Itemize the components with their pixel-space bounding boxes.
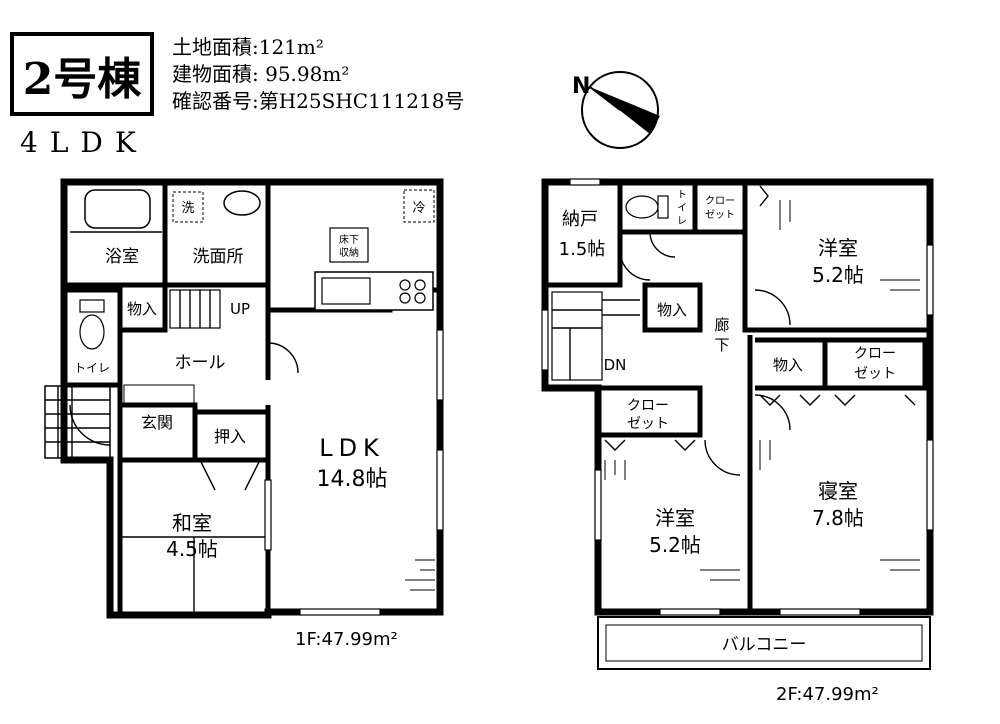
floor2-area: 2F:47.99m² — [776, 684, 879, 705]
toilet-icon-2f — [625, 195, 669, 219]
room-youshitsu-b-size: 5.2帖 — [649, 533, 701, 557]
closet-small-label-2: ゼット — [705, 209, 735, 221]
room-nando: 納戸 — [562, 209, 598, 230]
toilet-2f-char-1: ト — [677, 190, 687, 201]
underfloor-storage-box — [329, 227, 369, 263]
corridor-label-2: 下 — [714, 336, 729, 354]
confirm-number: 確認番号:第H25SHC111218号 — [172, 89, 464, 113]
floor1-plan: 浴室 洗 洗面所 物入 UP トイレ ホール 玄関 押入 和室 4.5帖 LDK… — [44, 178, 444, 650]
floor2-plan: 納戸 1.5帖 ト イ レ クロー ゼット 洋室 5.2帖 物入 廊 下 DN … — [541, 178, 934, 705]
entrance-porch — [44, 385, 111, 459]
floor1-area: 1F:47.99m² — [295, 629, 398, 650]
room-shinshitsu-size: 7.8帖 — [812, 506, 864, 530]
closet-b-label-2: ゼット — [854, 366, 896, 382]
room-washitsu: 和室 — [172, 511, 212, 535]
room-storage-b: 物入 — [773, 356, 803, 374]
balcony-outline — [597, 616, 931, 670]
land-area: 土地面積:121m² — [172, 35, 324, 59]
north-label: N — [572, 74, 590, 99]
bathtub-icon — [84, 189, 151, 229]
room-ldk-size: 14.8帖 — [317, 467, 388, 492]
underfloor-label-2: 収納 — [339, 246, 359, 259]
room-washitsu-size: 4.5帖 — [166, 537, 218, 561]
layout-type: 4LDK — [20, 126, 148, 159]
floor2-outer-wall — [541, 178, 934, 616]
washer-label: 洗 — [181, 201, 194, 216]
corridor-label-1: 廊 — [714, 316, 729, 334]
room-bath: 浴室 — [105, 247, 139, 267]
closet-c-label-1: クロー — [627, 398, 669, 414]
room-youshitsu-a-size: 5.2帖 — [812, 263, 864, 287]
room-nando-size: 1.5帖 — [559, 239, 606, 260]
underfloor-label-1: 床下 — [339, 233, 359, 246]
room-youshitsu-a: 洋室 — [818, 236, 858, 260]
closet-c-label-2: ゼット — [627, 416, 669, 432]
room-ldk: LDK — [319, 434, 385, 462]
fridge-icon — [403, 189, 435, 223]
floor-area: 建物面積: 95.98m² — [172, 62, 349, 86]
closet-b-label-1: クロー — [854, 346, 896, 362]
floor1-outer-wall — [60, 178, 444, 619]
room-youshitsu-b: 洋室 — [655, 506, 695, 530]
toilet-2f-char-3: レ — [677, 216, 687, 227]
kitchen-sink-icon — [321, 277, 371, 305]
toilet-icon — [79, 299, 105, 350]
building-label: 2号棟 — [23, 54, 143, 105]
room-storage-1f: 物入 — [127, 300, 157, 318]
closet-small-label-1: クロー — [705, 195, 735, 207]
stairs-up-label: UP — [230, 300, 250, 318]
room-washroom: 洗面所 — [193, 247, 244, 267]
stairs-1f — [123, 289, 221, 404]
balcony-label: バルコニー — [722, 635, 807, 655]
room-toilet-1f: トイレ — [74, 361, 110, 375]
washer-icon — [172, 191, 204, 223]
stairs-2f — [551, 291, 640, 381]
room-entrance: 玄関 — [141, 413, 173, 432]
building-label-box — [10, 32, 154, 116]
room-oshiire: 押入 — [214, 427, 246, 446]
sink-icon — [223, 190, 261, 216]
toilet-2f-char-2: イ — [677, 203, 687, 214]
stairs-down-label: DN — [604, 356, 627, 374]
stove-icon — [399, 279, 426, 304]
room-hall: ホール — [175, 353, 226, 373]
room-shinshitsu: 寝室 — [818, 479, 858, 503]
fridge-label: 冷 — [412, 201, 425, 216]
north-compass-icon — [581, 71, 660, 149]
room-storage-2f: 物入 — [657, 301, 687, 319]
room-wall-hatching — [604, 200, 920, 581]
ldk-wall-hatching — [405, 559, 435, 591]
